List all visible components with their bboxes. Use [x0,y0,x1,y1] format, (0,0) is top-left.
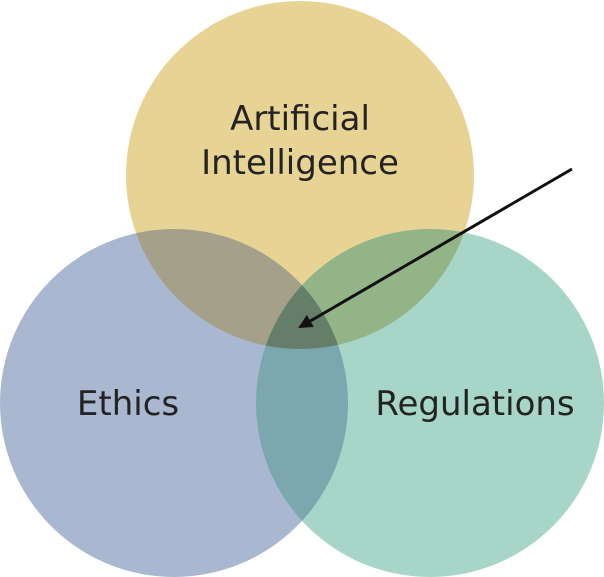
ai-label: Artificial [230,99,370,139]
ai-label-line-2: Intelligence [201,143,399,183]
ai-regulations-overlap [256,229,474,349]
ai-ethics-overlap [126,229,348,349]
regulations-label: Regulations [375,384,574,424]
ethics-label: Ethics [77,384,179,424]
pointer-arrow [298,167,573,329]
